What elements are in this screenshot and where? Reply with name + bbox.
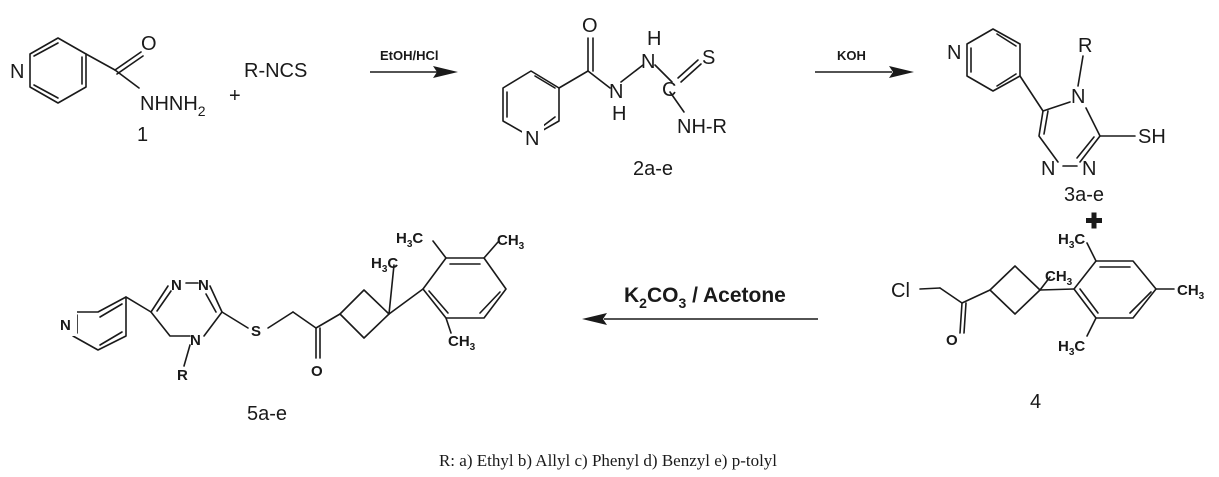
isothiocyanate-reagent: R-NCS — [244, 60, 307, 82]
atom-o: O — [311, 363, 323, 380]
atom-c: C — [662, 79, 676, 101]
reagent-etoh-hcl: EtOH/HCl — [380, 48, 439, 63]
atom-n: N — [190, 332, 201, 349]
amine-r-group: NH-R — [677, 116, 727, 138]
atom-n: N — [947, 42, 961, 64]
atom-s: S — [702, 47, 715, 69]
reagent-koh: KOH — [837, 48, 866, 63]
atom-n: N — [1071, 86, 1085, 108]
atom-r: R — [1078, 35, 1092, 57]
methyl-group: CH3 — [497, 232, 525, 252]
compound-3-label: 3a-e — [1064, 184, 1104, 206]
chloro-group: Cl — [891, 280, 910, 302]
reaction-arrow-1: EtOH/HCl — [370, 48, 458, 78]
methyl-group: H3C — [396, 230, 423, 250]
compound-3-structure: N R N N N SH 3a-e — [942, 28, 1166, 206]
atom-n: N — [10, 61, 24, 83]
atom-n: N — [525, 128, 539, 150]
substituent-footnote: R: a) Ethyl b) Allyl c) Phenyl d) Benzyl… — [439, 451, 777, 470]
reaction-arrow-2: KOH — [815, 48, 914, 78]
methyl-group: H3C — [1058, 338, 1085, 358]
hydrazide-group: NHNH2 — [140, 93, 206, 119]
compound-2-label: 2a-e — [633, 158, 673, 180]
atom-h: H — [612, 103, 626, 125]
thiol-group: SH — [1138, 126, 1166, 148]
atom-h: H — [647, 28, 661, 50]
atom-n: N — [641, 51, 655, 73]
compound-1-label: 1 — [137, 124, 148, 146]
compound-5-label: 5a-e — [247, 403, 287, 425]
atom-o: O — [582, 15, 598, 37]
compound-5-structure: N N N N R S O H3C H3C CH3 CH3 5a-e — [55, 230, 525, 425]
atom-o: O — [946, 332, 958, 349]
atom-n: N — [198, 277, 209, 294]
atom-n: N — [171, 277, 182, 294]
atom-n: N — [1082, 158, 1096, 180]
compound-2-structure: N O N H N H C S NH-R 2a-e — [502, 15, 727, 180]
reagent-k2co3-acetone: K2CO3 / Acetone — [624, 284, 786, 311]
plus-sign: + — [229, 85, 241, 107]
methyl-group: CH3 — [1045, 268, 1073, 288]
atom-n: N — [1041, 158, 1055, 180]
atom-o: O — [141, 33, 157, 55]
compound-1-structure: N O NHNH2 1 — [6, 33, 206, 146]
compound-4-structure: Cl O CH3 H3C CH3 H3C 4 — [891, 231, 1205, 413]
methyl-group: CH3 — [448, 333, 476, 353]
atom-r: R — [177, 367, 188, 384]
atom-s: S — [251, 323, 261, 340]
methyl-group: CH3 — [1177, 282, 1205, 302]
compound-4-label: 4 — [1030, 391, 1041, 413]
plus-sign — [1086, 212, 1102, 229]
reaction-arrow-3: K2CO3 / Acetone — [582, 284, 818, 325]
atom-n: N — [609, 81, 623, 103]
methyl-group: H3C — [371, 255, 398, 275]
atom-n: N — [60, 317, 71, 334]
methyl-group: H3C — [1058, 231, 1085, 251]
